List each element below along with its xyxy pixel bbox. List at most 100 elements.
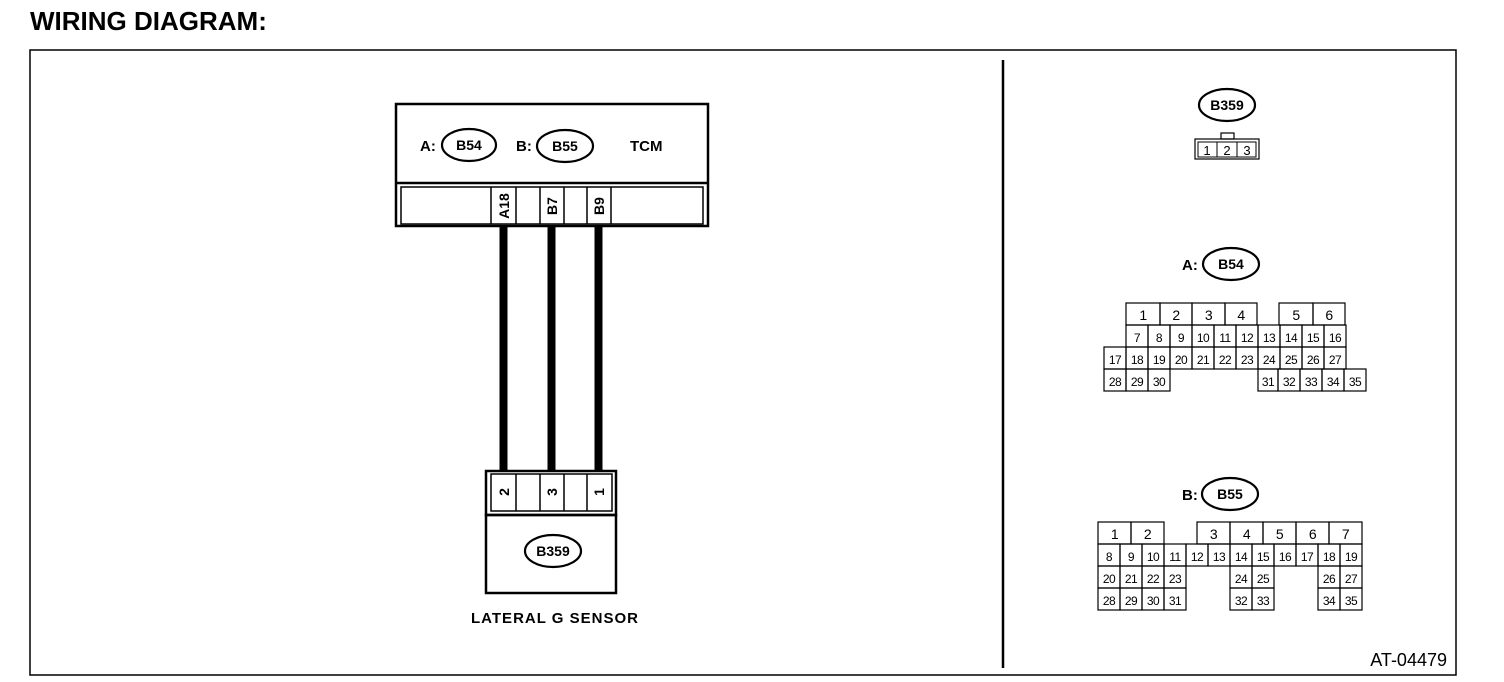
pin-number: 22 — [1219, 353, 1232, 367]
pin-number: 4 — [1237, 307, 1245, 323]
pin-number: 3 — [1205, 307, 1213, 323]
pin-number: 25 — [1285, 353, 1298, 367]
sensor-connector-id: B359 — [536, 543, 570, 559]
pin-number: 29 — [1131, 375, 1144, 389]
pin-number: 23 — [1241, 353, 1254, 367]
pin-number: 19 — [1153, 353, 1166, 367]
pin-number: 14 — [1285, 331, 1298, 345]
pin-number: 8 — [1106, 550, 1113, 564]
b54-badge — [1201, 246, 1261, 282]
pin-number: 8 — [1156, 331, 1163, 345]
pin-cell — [1251, 587, 1275, 611]
pin-number: 32 — [1235, 594, 1248, 608]
tcm-conn-b-prefix: B: — [516, 138, 532, 155]
tcm-terminal-b7: B7 — [544, 197, 560, 215]
lateral-g-sensor: 2 3 1 B359 LATERAL G SENSOR — [471, 469, 639, 627]
pin-number: 3 — [1210, 526, 1218, 542]
tcm-conn-b-badge — [535, 128, 595, 164]
sensor-terminal-2: 2 — [496, 488, 512, 496]
sensor-body — [484, 513, 618, 595]
pin-number: 11 — [1169, 550, 1181, 564]
pin-number: 25 — [1257, 572, 1270, 586]
pin-number: 30 — [1147, 594, 1160, 608]
b359-pin: 2 — [1223, 143, 1230, 158]
pin-number: 7 — [1342, 526, 1350, 542]
harness-wires — [499, 226, 603, 472]
tcm-terminal-a18: A18 — [496, 193, 512, 219]
pin-number: 28 — [1109, 375, 1122, 389]
tcm-connector-strip — [400, 186, 704, 225]
tcm-conn-b-id: B55 — [552, 138, 578, 154]
pin-number: 34 — [1327, 375, 1340, 389]
tcm-terminal-b9: B9 — [591, 197, 607, 215]
page-title: WIRING DIAGRAM: — [30, 6, 267, 36]
pin-number: 10 — [1197, 331, 1210, 345]
pin-number: 1 — [1111, 526, 1119, 542]
pin-number: 27 — [1345, 572, 1358, 586]
b54-id: B54 — [1218, 256, 1244, 272]
pin-number: 26 — [1323, 572, 1336, 586]
pin-cell — [1343, 368, 1367, 392]
pin-number: 17 — [1109, 353, 1122, 367]
pin-number: 10 — [1147, 550, 1160, 564]
pin-number: 23 — [1169, 572, 1182, 586]
sensor-connector-badge — [523, 533, 583, 569]
tcm-conn-a-prefix: A: — [420, 138, 436, 155]
pin-number: 9 — [1128, 550, 1135, 564]
sensor-terminal-1: 1 — [591, 488, 607, 496]
pin-number: 29 — [1125, 594, 1138, 608]
pin-number: 13 — [1213, 550, 1226, 564]
pin-number: 33 — [1257, 594, 1270, 608]
pin-number: 35 — [1349, 375, 1362, 389]
pin-number: 19 — [1345, 550, 1358, 564]
pin-number: 22 — [1147, 572, 1160, 586]
pin-number: 12 — [1241, 331, 1254, 345]
pin-cell — [1147, 368, 1171, 392]
b359-pin: 3 — [1243, 143, 1250, 158]
tcm-conn-a-badge — [440, 127, 498, 163]
pin-number: 16 — [1279, 550, 1292, 564]
connector-view-b359: B359 1 2 3 — [1194, 87, 1260, 160]
pin-number: 33 — [1305, 375, 1318, 389]
pin-number: 27 — [1329, 353, 1342, 367]
pin-cell — [1339, 587, 1363, 611]
b55-badge — [1200, 476, 1260, 512]
pin-number: 2 — [1144, 526, 1152, 542]
pin-number: 20 — [1103, 572, 1116, 586]
b359-badge — [1197, 87, 1257, 123]
pin-number: 5 — [1292, 307, 1300, 323]
pin-number: 7 — [1134, 331, 1141, 345]
pin-number: 2 — [1172, 307, 1180, 323]
diagram-code: AT-04479 — [1370, 650, 1447, 670]
sensor-label: LATERAL G SENSOR — [471, 610, 639, 627]
pin-number: 24 — [1235, 572, 1248, 586]
pin-number: 20 — [1175, 353, 1188, 367]
pin-number: 18 — [1131, 353, 1144, 367]
pin-number: 15 — [1257, 550, 1270, 564]
b55-prefix: B: — [1182, 487, 1198, 504]
pin-number: 15 — [1307, 331, 1320, 345]
tcm-conn-a-id: B54 — [456, 137, 482, 153]
pin-number: 17 — [1301, 550, 1314, 564]
b359-latch — [1220, 132, 1235, 140]
pin-number: 4 — [1243, 526, 1251, 542]
pin-number: 16 — [1329, 331, 1342, 345]
pin-number: 35 — [1345, 594, 1358, 608]
diagram-frame — [29, 49, 1457, 676]
b54-prefix: A: — [1182, 257, 1198, 274]
pin-number: 14 — [1235, 550, 1248, 564]
pin-number: 11 — [1219, 331, 1231, 345]
pin-number: 28 — [1103, 594, 1116, 608]
pin-number: 6 — [1325, 307, 1333, 323]
pin-number: 21 — [1197, 353, 1210, 367]
tcm-label: TCM — [630, 138, 663, 155]
pin-number: 12 — [1191, 550, 1204, 564]
pin-number: 13 — [1263, 331, 1276, 345]
pin-number: 32 — [1283, 375, 1296, 389]
